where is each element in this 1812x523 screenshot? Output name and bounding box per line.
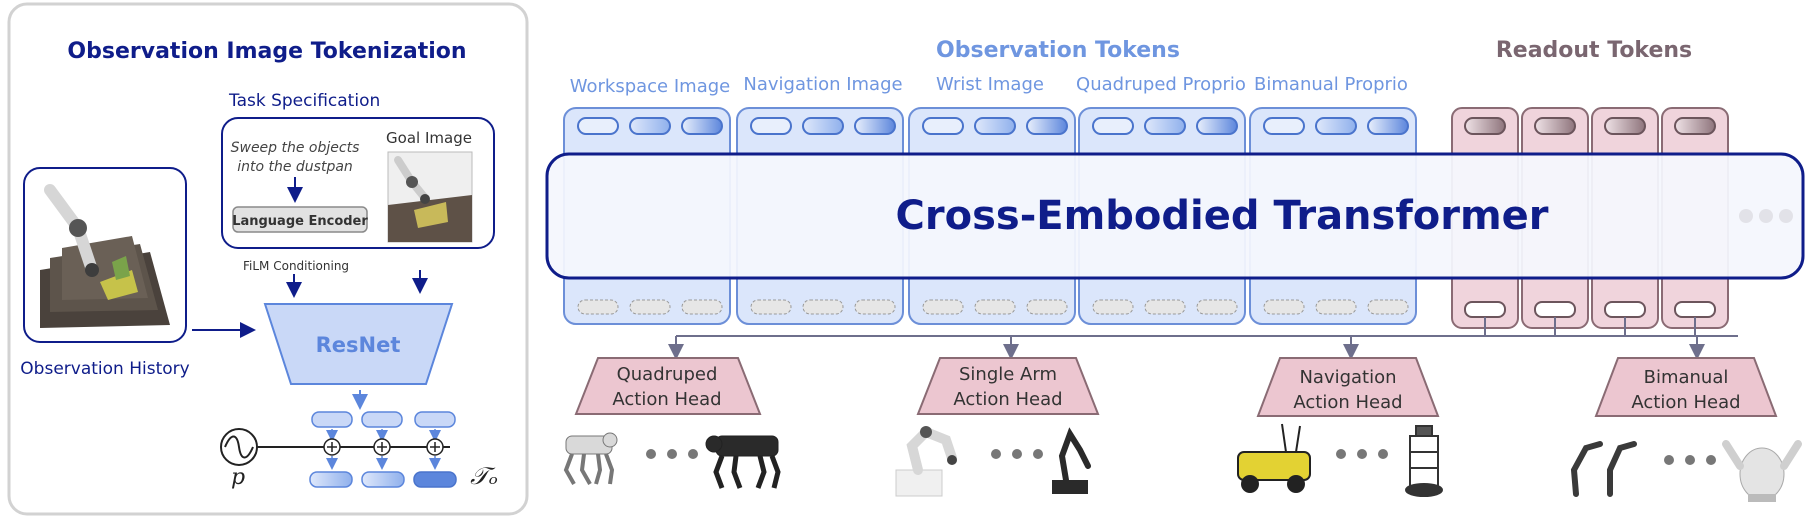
single-arm-robot-light-icon [895,426,957,497]
ellipsis-dots-icon [1664,455,1716,465]
goal-image [387,151,473,243]
single-arm-action-head [916,357,1100,415]
readout-tokens-title: Readout Tokens [1496,38,1692,63]
navigation-head-line1: Navigation [1299,367,1396,388]
observation-history-label: Observation History [20,359,189,379]
positional-symbol: p [231,465,245,490]
bimanual-action-head [1594,357,1778,417]
language-encoder-label: Language Encoder [232,214,368,229]
language-encoder-box [232,206,368,233]
navigation-action-head [1256,357,1440,417]
bimanual-head-line2: Action Head [1631,392,1740,413]
navigation-head-line2: Action Head [1293,392,1402,413]
left-panel-title: Observation Image Tokenization [67,39,466,64]
observation-history-image [40,184,170,328]
film-label: FiLM Conditioning [243,259,349,273]
resnet-label: ResNet [316,333,401,357]
output-tokens [309,471,457,488]
transformer-label: Cross-Embodied Transformer [896,193,1549,239]
single-arm-head-line1: Single Arm [959,364,1057,385]
quadruped-head-line2: Action Head [612,389,721,410]
resnet-block [263,303,454,385]
task-spec-label: Task Specification [228,91,380,111]
ellipsis-dots-icon [646,449,698,459]
group-label-quadruped: Quadruped Proprio [1076,74,1246,95]
bimanual-head-line1: Bimanual [1644,367,1729,388]
quadruped-robot-light-icon [563,432,618,485]
transformer-block [545,152,1805,280]
quadruped-head-line1: Quadruped [617,364,718,385]
instruction-line-2: into the dustpan [237,159,353,175]
add-operators [323,438,444,456]
instruction-line-1: Sweep the objects [231,140,360,156]
readout-routing [668,317,1738,360]
ellipsis-dots-icon [1336,449,1388,459]
ellipsis-dots-icon [991,449,1043,459]
quadruped-robot-dark-icon [705,435,781,489]
single-arm-robot-dark-icon [1052,427,1091,494]
observation-tokens-title: Observation Tokens [936,38,1180,63]
navigation-tower-robot-icon [1405,425,1443,497]
single-arm-head-line2: Action Head [953,389,1062,410]
positional-embedding-icon [220,428,258,466]
group-label-navigation: Navigation Image [743,74,902,95]
resnet-tokens-top [311,411,456,428]
transformer-ellipsis-icon [1739,209,1793,223]
group-label-workspace: Workspace Image [570,76,730,97]
bimanual-robot-light-icon [1722,440,1802,502]
quadruped-action-head [574,357,762,415]
goal-image-label: Goal Image [386,129,472,147]
navigation-robot-icon [1237,423,1311,493]
token-symbol: 𝒯ₒ [470,462,498,490]
group-label-bimanual: Bimanual Proprio [1254,74,1408,95]
token-add-arrows [326,429,441,470]
group-label-wrist: Wrist Image [936,74,1044,95]
bimanual-robot-dark-icon [1570,441,1637,497]
